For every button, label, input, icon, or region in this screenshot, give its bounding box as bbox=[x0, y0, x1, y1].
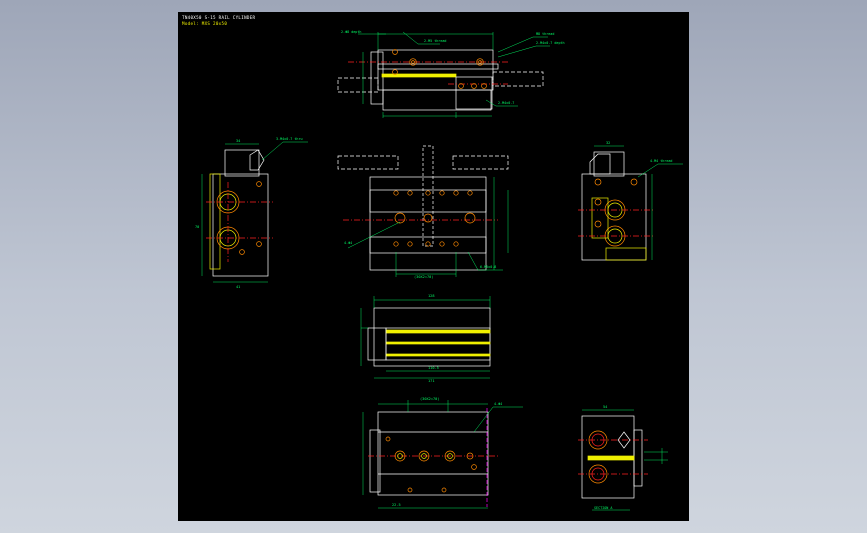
bottom-dim-b: 22.5 bbox=[392, 503, 401, 507]
top-side-note: 2-M4x0.7 depth bbox=[536, 41, 565, 45]
section-dim: 54 bbox=[603, 405, 607, 409]
left-dim-h: 70 bbox=[195, 225, 199, 229]
front-note-l: 4-Φ4 bbox=[344, 241, 352, 245]
top-port-note: 2-M5 thread bbox=[424, 39, 446, 43]
right-note: 4-M4 thread bbox=[650, 159, 672, 163]
right-view: 4-M4 thread 32 bbox=[578, 141, 683, 261]
section-label: SECTION A bbox=[594, 506, 612, 510]
left-dim-w: 34 bbox=[236, 139, 240, 143]
side-dim-b1: 110.5 bbox=[428, 366, 439, 370]
drawing-sheet: TN40X50 S-15 RAIL CYLINDER Model: MXS 20… bbox=[178, 12, 689, 521]
right-dim-w: 32 bbox=[606, 141, 610, 145]
side-dim-b2: 171 bbox=[428, 379, 435, 383]
front-note-b: 6-M5x0.8 bbox=[480, 265, 496, 269]
cad-drawing: 2-M5 thread 2-Φ8 depth Ф8 thread 2-M4x0.… bbox=[195, 30, 683, 511]
top-view: 2-M5 thread 2-Φ8 depth Ф8 thread 2-M4x0.… bbox=[337, 30, 565, 118]
drawing-model: Model: MXS 20x50 bbox=[182, 21, 228, 26]
front-dim-b: (30X2=70) bbox=[414, 275, 433, 279]
front-view: 4-Φ4 6-M5x0.8 (30X2=70) bbox=[337, 145, 509, 279]
bottom-note-tr: 4-Φ4 bbox=[494, 402, 502, 406]
section-view: 54 SECTION A bbox=[578, 405, 668, 511]
left-view-note: 3-M4x0.7 thru bbox=[276, 137, 303, 141]
left-view: 3-M4x0.7 thru 34 70 41 bbox=[195, 137, 308, 289]
top-slot-note: 2-Φ8 depth bbox=[341, 30, 361, 34]
drawing-title: TN40X50 S-15 RAIL CYLINDER bbox=[182, 15, 256, 20]
side-view: 128 110.5 171 bbox=[360, 294, 491, 383]
left-dim-b: 41 bbox=[236, 285, 240, 289]
side-dim-w: 128 bbox=[428, 294, 435, 298]
top-bottom-note: 2-M4x0.7 bbox=[498, 101, 514, 105]
bottom-dim-top: (30X2=70) bbox=[420, 397, 439, 401]
bottom-view: (30X2=70) 4-Φ4 22.5 bbox=[362, 397, 523, 509]
top-right-note: Ф8 thread bbox=[536, 32, 554, 36]
